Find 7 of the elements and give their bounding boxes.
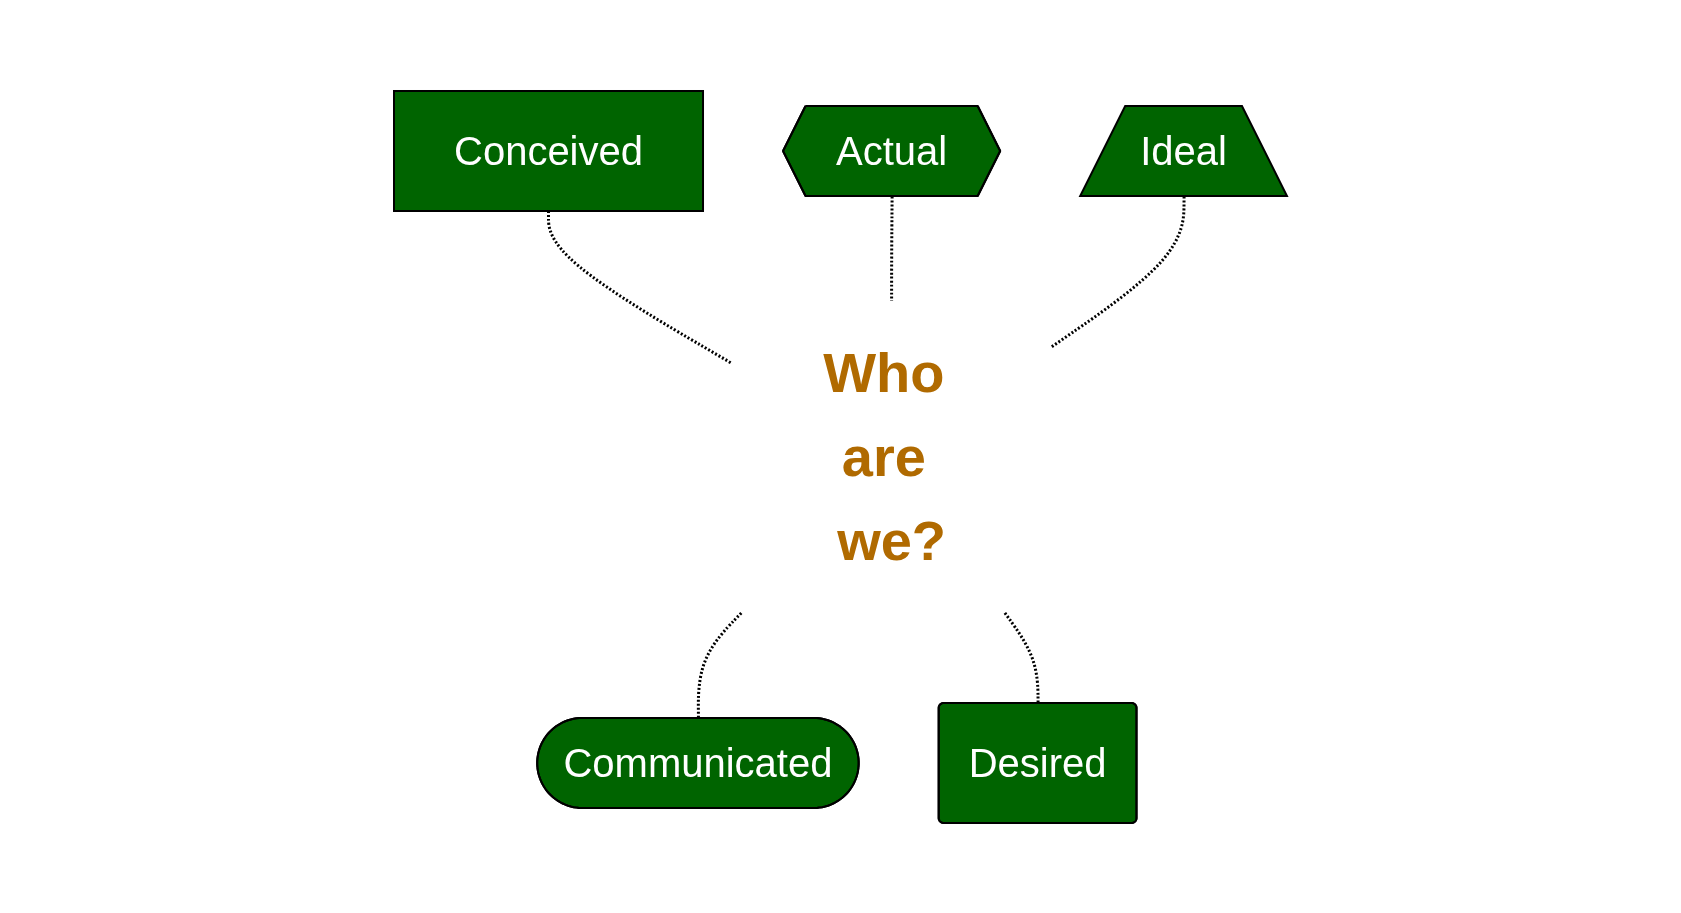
connector — [1003, 611, 1040, 703]
connector — [1050, 196, 1186, 348]
connector — [890, 196, 894, 301]
connector — [547, 210, 733, 365]
connector — [696, 611, 743, 718]
node-text: Who are we? — [823, 340, 947, 572]
node-box: Conceived — [393, 89, 705, 212]
